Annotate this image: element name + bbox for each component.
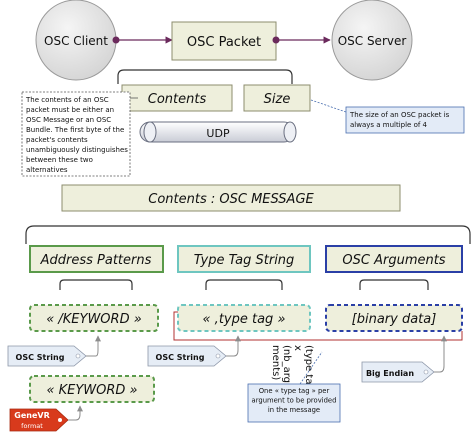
- osc-client-label: OSC Client: [44, 34, 108, 48]
- type-tag-note-text: One « type tag » per argument to be provi…: [252, 387, 337, 414]
- osc-arguments-box: OSC Arguments: [325, 245, 463, 273]
- keyword-genevr-box: « KEYWORD »: [29, 375, 155, 403]
- address-patterns-label: Address Patterns: [40, 253, 152, 268]
- osc-packet-box: OSC Packet: [171, 21, 277, 61]
- big-endian-arrow: [434, 335, 447, 373]
- contents-note-line-5: packet's contents: [26, 136, 88, 144]
- type-tag-string-box: Type Tag String: [177, 245, 311, 273]
- contents-note-line-4: Bundle. The first byte of the: [26, 126, 124, 134]
- genevr-format-label: format: [21, 422, 43, 430]
- arguments-bracket: [359, 279, 429, 290]
- packet-bracket: [117, 69, 293, 84]
- size-box: Size: [243, 84, 311, 112]
- rotated-text-line-1: (type tag): [303, 345, 314, 395]
- type-tag-note-line-1: One « type tag » per: [259, 387, 330, 395]
- keyword-box: « /KEYWORD »: [29, 304, 159, 332]
- rotated-text-line-3: (nb_argu: [281, 345, 292, 389]
- osc-server-label: OSC Server: [338, 34, 407, 48]
- osc-string-left-label: OSC String: [16, 353, 65, 362]
- osc-string-left-arrow: [86, 335, 101, 357]
- rotated-text-line-2: x: [292, 345, 303, 351]
- genevr-arrow: [68, 405, 83, 421]
- contents-note-line-1: The contents of an OSC: [25, 96, 109, 104]
- type-tag-note-line-2: argument to be provided: [252, 397, 337, 405]
- binary-data-label: [binary data]: [352, 312, 437, 327]
- size-note-line-1: The size of an OSC packet is: [349, 111, 450, 119]
- udp-pipe: UDP: [139, 121, 297, 143]
- type-tag-value-box: « ,type tag »: [177, 304, 311, 332]
- osc-string-mid-label: OSC String: [156, 353, 205, 362]
- size-note-line-2: always a multiple of 4: [350, 121, 428, 129]
- genevr-label: GeneVR: [14, 411, 49, 420]
- message-bracket: [25, 225, 471, 244]
- type-tag-value-label: « ,type tag »: [203, 312, 286, 327]
- osc-message-label: Contents : OSC MESSAGE: [148, 192, 314, 207]
- contents-label: Contents: [148, 92, 207, 107]
- address-bracket: [59, 279, 133, 290]
- osc-string-tag-left: OSC String: [7, 345, 87, 367]
- osc-client-node: OSC Client: [35, 0, 117, 81]
- contents-note-line-8: alternatives: [26, 166, 68, 174]
- big-endian-label: Big Endian: [366, 369, 414, 378]
- typetag-bracket: [205, 279, 283, 290]
- contents-note-line-6: unambiguously distinguishes: [26, 146, 128, 154]
- osc-arguments-label: OSC Arguments: [342, 253, 445, 268]
- genevr-format-tag: GeneVR format: [9, 408, 69, 432]
- size-label: Size: [264, 92, 291, 107]
- osc-server-node: OSC Server: [331, 0, 413, 81]
- binary-data-box: [binary data]: [325, 304, 463, 332]
- type-tag-string-label: Type Tag String: [194, 253, 295, 268]
- big-endian-tag: Big Endian: [361, 361, 435, 383]
- contents-note-line-7: between these two: [26, 156, 93, 164]
- rotated-text-line-4: ments): [270, 345, 281, 380]
- contents-note-line-2: packet must be either an: [26, 106, 114, 114]
- osc-message-header: Contents : OSC MESSAGE: [61, 184, 401, 212]
- osc-string-mid-arrow: [226, 335, 241, 357]
- contents-box: Contents: [121, 84, 233, 112]
- type-tag-note-line-3: in the message: [268, 406, 320, 414]
- address-patterns-box: Address Patterns: [29, 245, 164, 273]
- contents-note-line-3: OSC Message or an OSC: [26, 116, 111, 124]
- contents-note: The contents of an OSC packet must be eit…: [21, 91, 138, 177]
- type-tag-note: One « type tag » per argument to be provi…: [247, 351, 341, 423]
- keyword-genevr-label: « KEYWORD »: [46, 383, 137, 398]
- osc-string-tag-mid: OSC String: [147, 345, 227, 367]
- osc-packet-label: OSC Packet: [187, 35, 261, 50]
- typetag-args-link: [173, 311, 463, 341]
- size-note: The size of an OSC packet is always a mul…: [310, 99, 465, 134]
- size-note-text: The size of an OSC packet is always a mul…: [349, 111, 450, 129]
- contents-note-text: The contents of an OSC packet must be eit…: [25, 96, 128, 174]
- client-connector-dot: [112, 36, 120, 44]
- udp-label: UDP: [206, 127, 230, 140]
- keyword-label: « /KEYWORD »: [46, 312, 142, 327]
- packet-connector-dot: [272, 36, 280, 44]
